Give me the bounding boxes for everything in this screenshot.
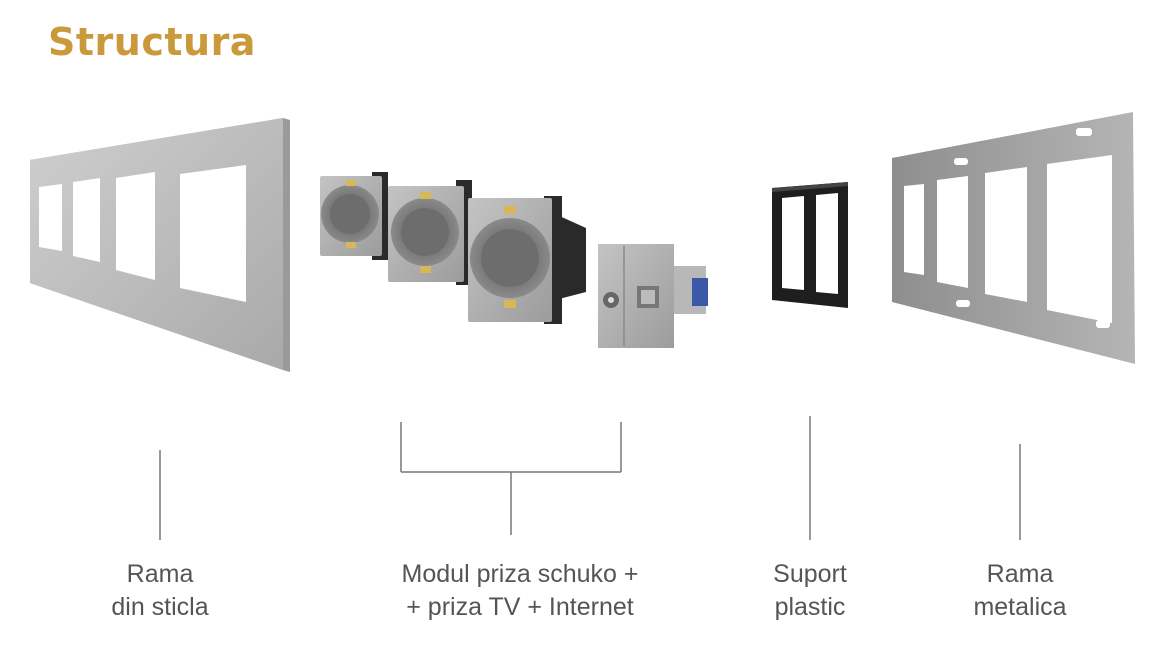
label-socket-modules: Modul priza schuko + + priza TV + Intern… xyxy=(401,560,639,621)
glass-frame-image xyxy=(30,118,290,372)
page-title: Structura xyxy=(48,20,256,64)
label-metal-frame: Rama metalica xyxy=(973,560,1067,621)
plastic-support-image xyxy=(772,182,848,308)
connector-lines xyxy=(159,416,1021,540)
label-glass-frame: Rama din sticla xyxy=(111,560,209,621)
schuko-sockets-image xyxy=(320,172,586,324)
metal-frame-image xyxy=(892,112,1135,364)
tv-internet-module-image xyxy=(598,244,708,348)
label-plastic-support: Suport plastic xyxy=(773,560,847,621)
